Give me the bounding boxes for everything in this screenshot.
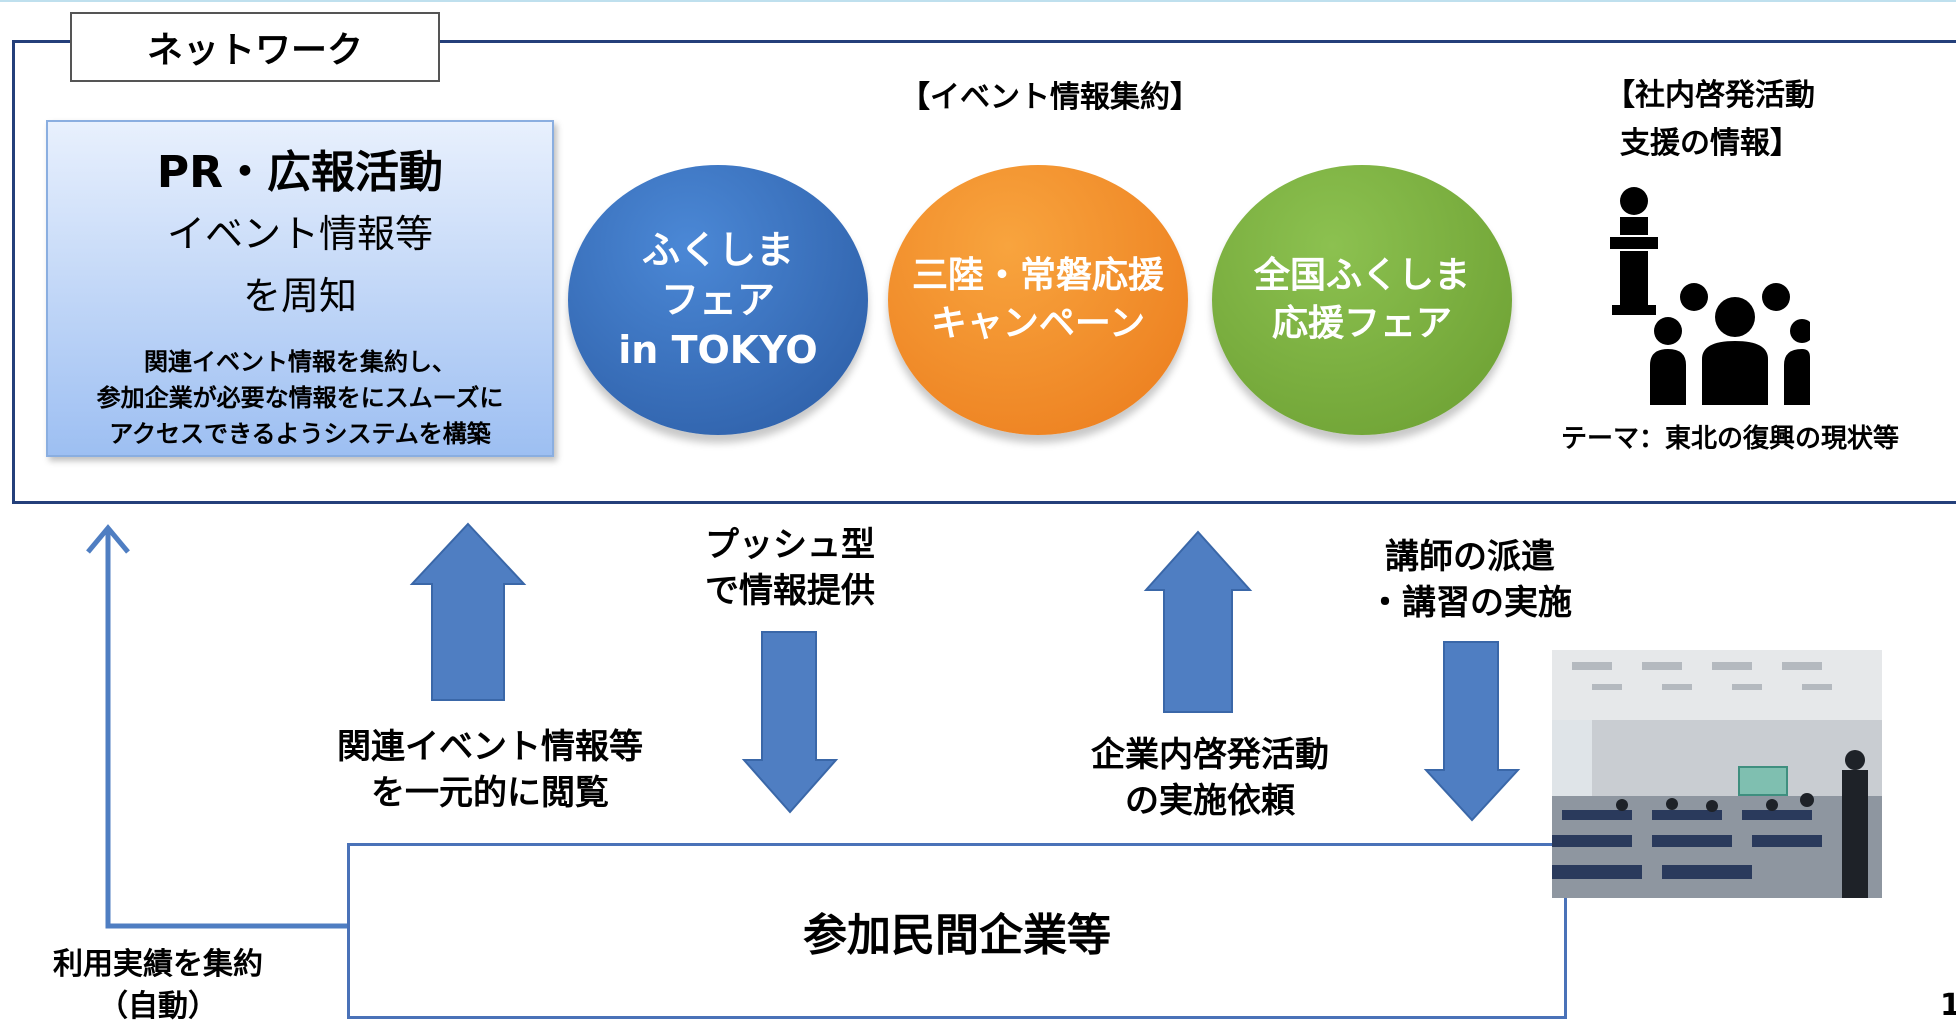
circle-2-line-2: キャンペーン xyxy=(930,303,1146,344)
browse-label-2: を一元的に閲覧 xyxy=(371,773,609,813)
browse-label-1: 関連イベント情報等 xyxy=(337,727,643,767)
event-heading: 【イベント情報集約】 xyxy=(900,80,1200,115)
top-rule xyxy=(0,0,1956,2)
lecture-down-arrow xyxy=(1423,641,1521,822)
participants-label: 参加民間企業等 xyxy=(803,910,1111,961)
push-label-2: で情報提供 xyxy=(705,571,875,611)
push-label-1: プッシュ型 xyxy=(705,525,875,565)
usage-label-2: （自動） xyxy=(98,989,218,1024)
lecture-label: 講師の派遣 ・講習の実施 xyxy=(1320,534,1620,626)
support-heading-2: 支援の情報】 xyxy=(1620,126,1800,161)
usage-feedback-line xyxy=(105,528,347,929)
pr-desc-1: 関連イベント情報を集約し、 xyxy=(144,348,456,376)
circle-3-line-1: 全国ふくしま xyxy=(1253,255,1470,296)
pr-line-1: イベント情報等 xyxy=(166,212,433,256)
lecture-label-2: ・講習の実施 xyxy=(1368,583,1572,623)
push-down-arrow xyxy=(741,631,839,814)
page-number: 1 xyxy=(1940,988,1956,1023)
circle-3-line-2: 応援フェア xyxy=(1271,303,1452,344)
circle-2-line-1: 三陸・常磐応援 xyxy=(911,255,1164,296)
browse-label: 関連イベント情報等 を一元的に閲覧 xyxy=(300,724,680,816)
pr-activity-box: PR・広報活動 イベント情報等 を周知 関連イベント情報を集約し、 参加企業が必… xyxy=(46,120,554,457)
circle-1-line-2: フェア xyxy=(660,278,775,322)
network-frame xyxy=(12,40,1956,504)
usage-feedback-arrowhead xyxy=(86,524,130,554)
usage-label-1: 利用実績を集約 xyxy=(53,947,263,982)
support-heading: 【社内啓発活動 支援の情報】 xyxy=(1540,72,1880,168)
push-label: プッシュ型 で情報提供 xyxy=(640,522,940,614)
participating-companies-box: 参加民間企業等 xyxy=(347,843,1567,1019)
lecture-label-1: 講師の派遣 xyxy=(1385,537,1555,577)
pr-line-2: を周知 xyxy=(242,274,357,318)
national-fukushima-fair-circle: 全国ふくしま 応援フェア xyxy=(1212,165,1512,435)
lecture-audience-icon xyxy=(1610,187,1810,405)
network-label: ネットワーク xyxy=(70,12,440,82)
circle-1-line-1: ふくしま xyxy=(641,228,794,272)
sanriku-joban-campaign-circle: 三陸・常磐応援 キャンペーン xyxy=(888,165,1188,435)
support-heading-1: 【社内啓発活動 xyxy=(1605,78,1815,113)
request-label: 企業内啓発活動 の実施依頼 xyxy=(1040,732,1380,824)
fukushima-fair-tokyo-circle: ふくしま フェア in TOKYO xyxy=(568,165,868,435)
browse-up-arrow xyxy=(409,522,527,701)
support-theme: テーマ：東北の復興の現状等 xyxy=(1560,424,1899,454)
pr-desc-2: 参加企業が必要な情報をにスムーズに xyxy=(96,384,504,412)
seminar-photo xyxy=(1552,650,1882,898)
request-label-2: の実施依頼 xyxy=(1125,781,1295,821)
usage-label: 利用実績を集約 （自動） xyxy=(8,944,308,1028)
circle-1-line-3: in TOKYO xyxy=(618,328,818,372)
pr-title: PR・広報活動 xyxy=(156,147,444,198)
pr-desc-3: アクセスできるようシステムを構築 xyxy=(109,420,491,448)
request-label-1: 企業内啓発活動 xyxy=(1091,735,1329,775)
request-up-arrow xyxy=(1143,530,1253,713)
